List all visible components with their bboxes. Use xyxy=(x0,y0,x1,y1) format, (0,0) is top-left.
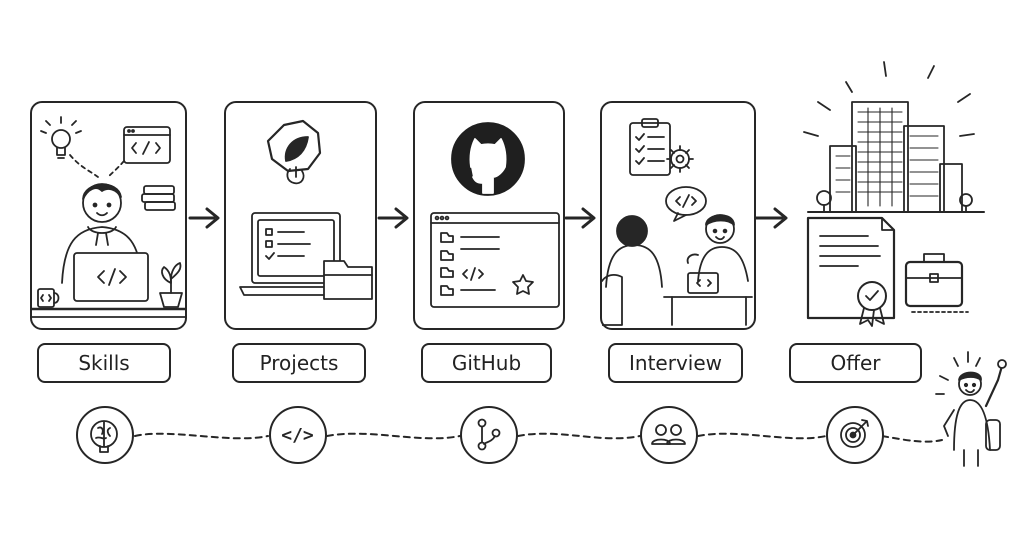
arrow-3 xyxy=(564,207,596,229)
plant-icon xyxy=(159,262,183,308)
lightbulb-icon xyxy=(40,116,82,159)
gear-icon xyxy=(666,145,694,173)
project-laptop-illustration xyxy=(239,119,373,300)
panel-offer xyxy=(788,56,988,336)
laptop xyxy=(687,272,719,294)
step-label-interview: Interview xyxy=(608,343,743,383)
interview-illustration xyxy=(601,118,753,326)
leaf-power-icon xyxy=(266,119,322,185)
laptop xyxy=(73,252,149,302)
panel-projects xyxy=(224,101,377,330)
speech-bubble-icon xyxy=(665,186,707,222)
step-label-text: Offer xyxy=(830,351,881,375)
arrow-2 xyxy=(377,207,409,229)
github-repository-illustration xyxy=(430,122,560,308)
books-icon xyxy=(141,185,176,211)
arrow-4 xyxy=(752,207,788,229)
offer-letter-icon xyxy=(806,216,896,327)
people-icon xyxy=(640,406,698,464)
celebrating-person xyxy=(930,350,1010,470)
checklist-icon xyxy=(629,118,671,176)
git-branch-icon xyxy=(460,406,518,464)
arrow-1 xyxy=(188,207,220,229)
office-building-icon xyxy=(807,101,985,213)
person xyxy=(61,183,143,284)
code-icon-text: </> xyxy=(281,425,314,446)
repository-window xyxy=(430,212,560,308)
star-icon xyxy=(512,274,534,295)
step-label-text: Projects xyxy=(259,351,339,375)
github-logo-icon xyxy=(451,122,525,196)
briefcase-icon xyxy=(904,253,969,313)
brain-icon xyxy=(76,406,134,464)
candidate-person xyxy=(601,215,663,326)
mug-icon xyxy=(37,288,60,308)
step-label-text: Interview xyxy=(629,351,722,375)
panel-skills xyxy=(30,101,187,330)
panel-github xyxy=(413,101,565,330)
code-icon: </> xyxy=(269,406,327,464)
step-label-offer: Offer xyxy=(789,343,922,383)
step-label-projects: Projects xyxy=(232,343,366,383)
interviewer-person xyxy=(686,214,749,282)
step-label-skills: Skills xyxy=(37,343,171,383)
step-label-github: GitHub xyxy=(421,343,552,383)
office-building-and-offer-illustration xyxy=(803,61,985,327)
developer-illustration xyxy=(30,116,187,318)
code-window-icon xyxy=(123,126,171,164)
step-label-text: Skills xyxy=(78,351,130,375)
panel-interview xyxy=(600,101,756,330)
step-label-text: GitHub xyxy=(451,351,522,375)
folder-icon xyxy=(323,260,373,300)
target-icon xyxy=(826,406,884,464)
dashed-path xyxy=(134,432,269,440)
